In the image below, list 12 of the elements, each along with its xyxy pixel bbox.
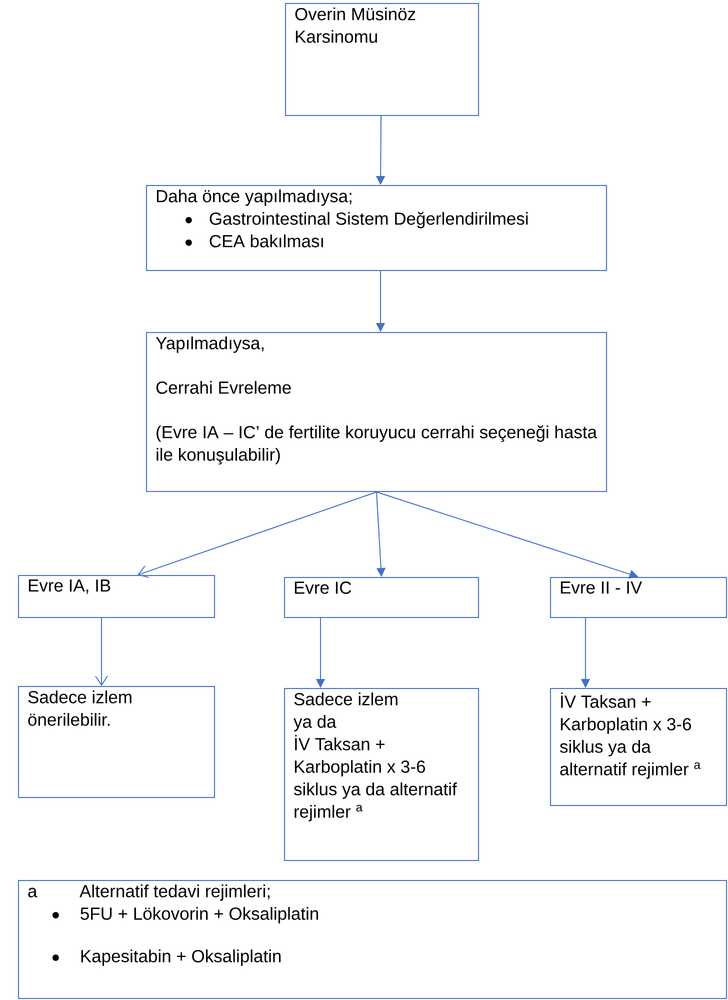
arrow <box>138 492 377 578</box>
process-box: Evre II - IV <box>550 577 727 618</box>
process-box: Yapılmadıysa, Cerrahi Evreleme (Evre IA – IC’ de fertilite koruyucu cerrahi seçeneği hasta ile konuşulabilir) <box>146 332 607 492</box>
process-box: Evre IC <box>284 577 479 618</box>
process-box: Overin Müsinöz Karsinomu <box>285 3 479 116</box>
process-box: Evre IA, IB <box>18 575 215 618</box>
footnote-box: a Alternatif tedavi rejimleri; 5FU + Lökovorin + Oksaliplatin Kapesitabin + Oksaliplatin <box>18 880 727 999</box>
arrow <box>95 618 108 686</box>
process-box: Daha önce yapılmadıysa; Gastrointestinal Sistem Değerlendirilmesi CEA bakılması <box>146 185 607 271</box>
process-box: Sadece izlem önerilebilir. <box>18 686 215 798</box>
process-box: İV Taksan + Karboplatin x 3-6 siklus ya da alternatif rejimler $^{a}$ <box>550 688 727 806</box>
process-box: Sadece izlem ya da İV Taksan + Karboplatin x 3-6 siklus ya da alternatif rejimler $^{a}$ <box>284 688 479 861</box>
